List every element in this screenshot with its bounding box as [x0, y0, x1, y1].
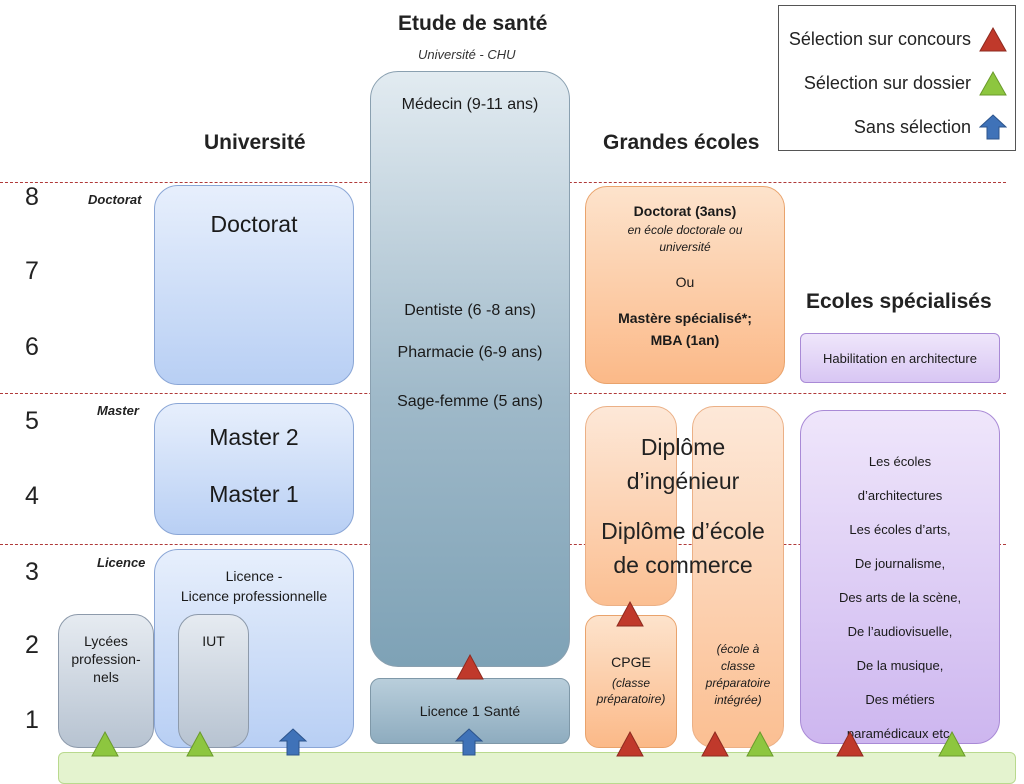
green-triangle-icon: [91, 730, 119, 757]
green-triangle-icon: [746, 730, 774, 757]
ecoles-line-8: Des métiers: [865, 692, 935, 707]
doctorat-box: Doctorat: [154, 185, 354, 385]
grandes-ecoles-heading: Grandes écoles: [603, 131, 760, 154]
cpge-label: CPGE: [611, 654, 651, 670]
etude-sante-box: Médecin (9-11 ans) Dentiste (6 -8 ans) P…: [370, 71, 570, 667]
ge-doctorat-box: Doctorat (3ans) en école doctorale ou un…: [585, 186, 785, 384]
integree-line3: préparatoire: [705, 676, 771, 690]
green-triangle-icon: [938, 730, 966, 757]
diplome-commerce-line2: de commerce: [613, 552, 753, 578]
universite-heading: Université: [204, 131, 306, 154]
ecoles-specialisees-box: Les écoles d’architectures Les écoles d’…: [800, 410, 1000, 744]
legend-dossier-label: Sélection sur dossier: [803, 72, 971, 93]
ecoles-specialisees-list: Les écoles d’architectures Les écoles d’…: [839, 445, 961, 751]
level-8: 8: [25, 183, 39, 211]
diplome-ingenieur-line2: d’ingénieur: [626, 468, 740, 494]
ecoles-line-4: De journalisme,: [854, 556, 946, 571]
master2-label: Master 2: [209, 424, 299, 450]
green-triangle-icon: [186, 730, 214, 757]
ge-mastere-line2: MBA (1an): [650, 332, 720, 348]
master-box: Master 2 Master 1: [154, 403, 354, 535]
iut-label: IUT: [202, 633, 225, 649]
red-triangle-icon: [979, 26, 1007, 52]
ecoles-specialisees-heading: Ecoles spécialisés: [806, 290, 992, 313]
level-5: 5: [25, 407, 39, 435]
lycees-label-line3: nels: [93, 669, 119, 685]
cycle-doctorat-label: Doctorat: [88, 192, 142, 207]
dentiste-label: Dentiste (6 -8 ans): [404, 302, 536, 319]
lycees-professionnels-box: Lycées profession- nels: [58, 614, 154, 748]
integree-line4: intégrée): [714, 693, 762, 707]
doctorat-box-label: Doctorat: [210, 211, 298, 237]
diplome-commerce-box: [585, 406, 677, 606]
cpge-sub-line2: préparatoire): [596, 692, 666, 706]
cycle-licence-label: Licence: [97, 555, 146, 570]
green-triangle-icon: [979, 70, 1007, 96]
legend-concours: Sélection sur concours: [789, 26, 1007, 52]
integree-text-group: (école à classe préparatoire intégrée): [692, 641, 784, 709]
ge-doctorat-line2: université: [659, 240, 711, 254]
ge-doctorat-line1: en école doctorale ou: [627, 223, 743, 237]
level-4: 4: [25, 482, 39, 510]
licence-label-line2: Licence professionnelle: [180, 588, 328, 604]
cycle-master-label: Master: [97, 403, 139, 418]
habilitation-box: Habilitation en architecture: [800, 333, 1000, 383]
ecoles-line-6: De l’audiovisuelle,: [847, 624, 953, 639]
health-title: Etude de santé: [398, 12, 548, 35]
legend-concours-label: Sélection sur concours: [788, 28, 971, 49]
blue-arrow-icon: [454, 728, 484, 756]
ge-mastere-line1: Mastère spécialisé*;: [618, 310, 752, 326]
ecoles-line-5: Des arts de la scène,: [838, 590, 962, 605]
habilitation-label: Habilitation en architecture: [823, 350, 977, 366]
diplome-ingenieur-box: [692, 406, 784, 748]
lycees-label-line1: Lycées: [84, 633, 128, 649]
ge-ou-label: Ou: [675, 274, 695, 290]
integree-line1: (école à: [716, 642, 760, 656]
cpge-box: CPGE (classe préparatoire): [585, 615, 677, 748]
iut-box: IUT: [178, 614, 249, 748]
diplome-ingenieur-line1: Diplôme: [640, 434, 726, 460]
level-2: 2: [25, 631, 39, 659]
health-subtitle: Université - CHU: [418, 47, 516, 62]
legend: Sélection sur concours Sélection sur dos…: [778, 5, 1016, 151]
medecin-label: Médecin (9-11 ans): [401, 96, 539, 113]
ge-doctorat-title: Doctorat (3ans): [633, 203, 737, 219]
red-triangle-icon: [701, 730, 729, 757]
level-3: 3: [25, 558, 39, 586]
lycees-label-line2: profession-: [71, 651, 141, 667]
diplome-commerce-line1: Diplôme d’école: [601, 518, 765, 544]
ecoles-line-3: Les écoles d’arts,: [849, 522, 951, 537]
level-1: 1: [25, 706, 39, 734]
sage-femme-label: Sage-femme (5 ans): [397, 393, 543, 410]
level-7: 7: [25, 257, 39, 285]
level-6: 6: [25, 333, 39, 361]
cpge-sub-line1: (classe: [611, 676, 650, 690]
licence1-sante-label: Licence 1 Santé: [419, 703, 521, 719]
integree-line2: classe: [720, 659, 755, 673]
ecoles-line-9: paramédicaux etc.: [846, 726, 954, 741]
master1-label: Master 1: [209, 481, 299, 507]
ecoles-line-1: Les écoles: [868, 454, 932, 469]
licence-label-line1: Licence -: [225, 568, 283, 584]
ecoles-line-7: De la musique,: [856, 658, 944, 673]
pharmacie-label: Pharmacie (6-9 ans): [397, 344, 543, 361]
red-triangle-icon: [616, 730, 644, 757]
diplome-text-group: Diplôme d’ingénieur Diplôme d’école de c…: [588, 430, 778, 582]
red-triangle-icon: [836, 730, 864, 757]
blue-arrow-icon: [278, 728, 308, 756]
legend-sans-selection-label: Sans sélection: [853, 116, 971, 137]
legend-dossier: Sélection sur dossier: [804, 70, 1007, 96]
ecoles-line-2: d’architectures: [857, 488, 943, 503]
blue-arrow-icon: [979, 114, 1007, 140]
red-triangle-icon: [616, 600, 644, 627]
red-triangle-icon: [456, 653, 484, 680]
legend-sans-selection: Sans sélection: [854, 114, 1007, 140]
